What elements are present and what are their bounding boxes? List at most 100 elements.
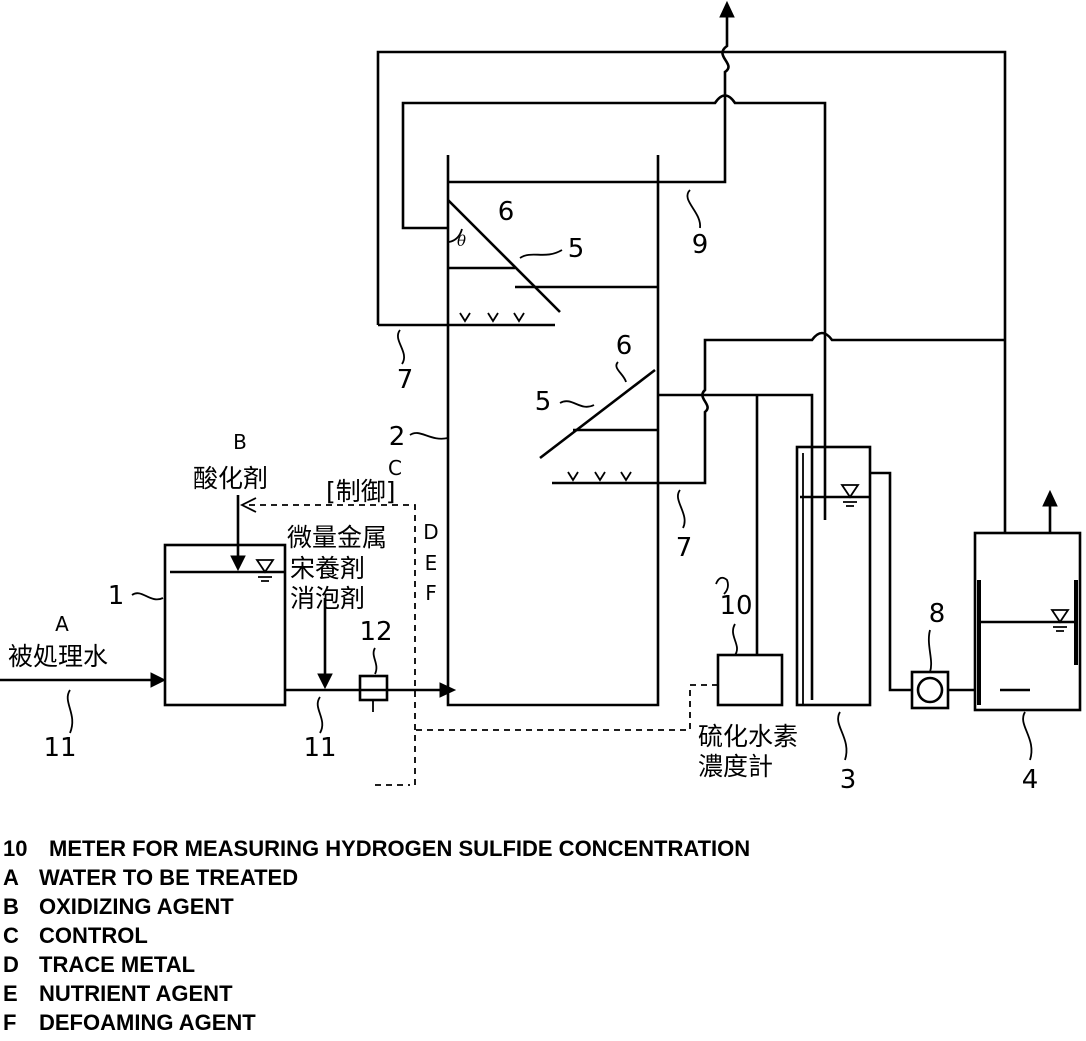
letter-d: D xyxy=(423,520,438,544)
upper-baffle xyxy=(448,266,658,289)
meter-10 xyxy=(716,653,784,707)
meter-label-line2: 濃度計 xyxy=(698,752,773,781)
legend-row: B OXIDIZING AGENT xyxy=(0,892,1086,921)
upper-return-pipe xyxy=(376,50,1007,533)
instrument-12 xyxy=(358,674,389,702)
legend-text: OXIDIZING AGENT xyxy=(39,894,234,919)
legend-text: WATER TO BE TREATED xyxy=(39,865,299,890)
ref-8: 8 xyxy=(929,599,946,629)
ref-5-upper: 5 xyxy=(568,234,585,264)
tank-4 xyxy=(973,531,1082,712)
ref-10: 10 xyxy=(719,591,752,621)
lower-diffuser xyxy=(567,471,632,482)
angle-arc xyxy=(448,228,463,243)
leader-11b xyxy=(316,696,324,734)
lower-effluent-pipe xyxy=(552,331,1005,485)
legend-text: CONTROL xyxy=(39,923,148,948)
gas-outlet-arrow xyxy=(719,0,735,18)
upper-inclined-plate xyxy=(447,199,561,313)
leader-12 xyxy=(372,647,378,675)
leader-7a xyxy=(397,329,405,365)
tank-4-inner-walls xyxy=(977,580,1078,705)
leader-7b xyxy=(677,489,686,529)
control-arrow-head xyxy=(239,497,257,513)
leader-3 xyxy=(837,711,848,761)
trace-metal-label: 微量金属 xyxy=(287,523,387,552)
ref-11-outlet: 11 xyxy=(303,733,336,763)
control-signal-riser xyxy=(246,504,416,785)
ref-7-lower: 7 xyxy=(676,533,693,563)
nutrient-agent-label: 宋養剤 xyxy=(290,554,365,583)
leader-2 xyxy=(409,432,449,440)
legend-row: C CONTROL xyxy=(0,921,1086,950)
treated-water-pipe xyxy=(658,393,814,700)
legend: 10 METER FOR MEASURING HYDROGEN SULFIDE C… xyxy=(0,834,1086,1037)
tank-3 xyxy=(795,445,872,707)
legend-text: DEFOAMING AGENT xyxy=(39,1010,256,1035)
water-to-be-treated-label: 被処理水 xyxy=(8,642,108,671)
tank-4-level-symbol xyxy=(1050,609,1070,632)
letter-a: A xyxy=(55,612,69,636)
legend-row: E NUTRIENT AGENT xyxy=(0,979,1086,1008)
legend-key: 10 xyxy=(3,836,28,861)
raw-water-arrow xyxy=(150,672,167,688)
overflow-pipe xyxy=(870,471,912,692)
ref-9: 9 xyxy=(692,230,709,260)
legend-key: E xyxy=(3,981,18,1006)
letter-e: E xyxy=(425,551,438,575)
angle-theta: θ xyxy=(457,232,466,250)
pump-8-rotor xyxy=(916,676,944,704)
recycle-pipe xyxy=(401,94,827,520)
legend-key: A xyxy=(3,865,19,890)
ref-5-lower: 5 xyxy=(535,387,552,417)
ref-12: 12 xyxy=(359,617,392,647)
legend-key: C xyxy=(3,923,19,948)
leader-10 xyxy=(715,576,738,656)
legend-text: NUTRIENT AGENT xyxy=(39,981,233,1006)
leader-11a xyxy=(66,689,74,734)
letter-c: C xyxy=(388,456,402,480)
oxidizing-agent-label: 酸化剤 xyxy=(193,464,268,493)
ref-7-upper: 7 xyxy=(397,365,414,395)
tank-1-level-symbol xyxy=(255,559,275,582)
ref-2: 2 xyxy=(389,422,406,452)
legend-row: 10 METER FOR MEASURING HYDROGEN SULFIDE C… xyxy=(0,834,1086,863)
leader-6b xyxy=(615,361,627,383)
defoaming-agent-label: 消泡剤 xyxy=(290,584,365,613)
tank-1 xyxy=(163,543,287,707)
upper-diffuser xyxy=(459,312,525,323)
legend-text: TRACE METAL xyxy=(39,952,196,977)
ref-11-inlet: 11 xyxy=(43,733,76,763)
leader-9 xyxy=(686,189,701,229)
leader-5b xyxy=(559,400,595,408)
letter-b: B xyxy=(233,430,247,454)
oxidizer-feed-arrow xyxy=(230,555,246,572)
leader-8 xyxy=(927,629,933,673)
leader-5a xyxy=(519,249,563,259)
additive-feed-arrow xyxy=(317,673,333,690)
leader-4 xyxy=(1022,711,1033,761)
ref-4: 4 xyxy=(1022,765,1039,795)
ref-3: 3 xyxy=(840,765,857,795)
feed-pipe-arrow xyxy=(439,682,457,698)
lower-inclined-plate xyxy=(539,368,656,460)
letter-f: F xyxy=(425,581,437,605)
meter-label-line1: 硫化水素 xyxy=(698,722,798,751)
process-diagram: 6 5 9 7 6 5 2 7 1 12 10 8 3 4 11 11 A B … xyxy=(0,0,1082,795)
legend-key: D xyxy=(3,952,19,977)
legend-key: B xyxy=(3,894,19,919)
tank-4-vent-arrow xyxy=(1042,489,1058,507)
legend-text: METER FOR MEASURING HYDROGEN SULFIDE CON… xyxy=(49,836,751,861)
ref-6-upper: 6 xyxy=(498,197,515,227)
legend-row: A WATER TO BE TREATED xyxy=(0,863,1086,892)
ref-1: 1 xyxy=(108,581,125,611)
legend-key: F xyxy=(3,1010,17,1035)
gas-line xyxy=(448,15,730,184)
ref-6-lower: 6 xyxy=(616,331,633,361)
legend-row: D TRACE METAL xyxy=(0,950,1086,979)
tank-3-level-symbol xyxy=(840,484,860,507)
control-signal-line xyxy=(415,684,718,731)
legend-row: F DEFOAMING AGENT xyxy=(0,1008,1086,1037)
leader-1 xyxy=(131,592,164,601)
control-label: [制御] xyxy=(326,477,396,506)
